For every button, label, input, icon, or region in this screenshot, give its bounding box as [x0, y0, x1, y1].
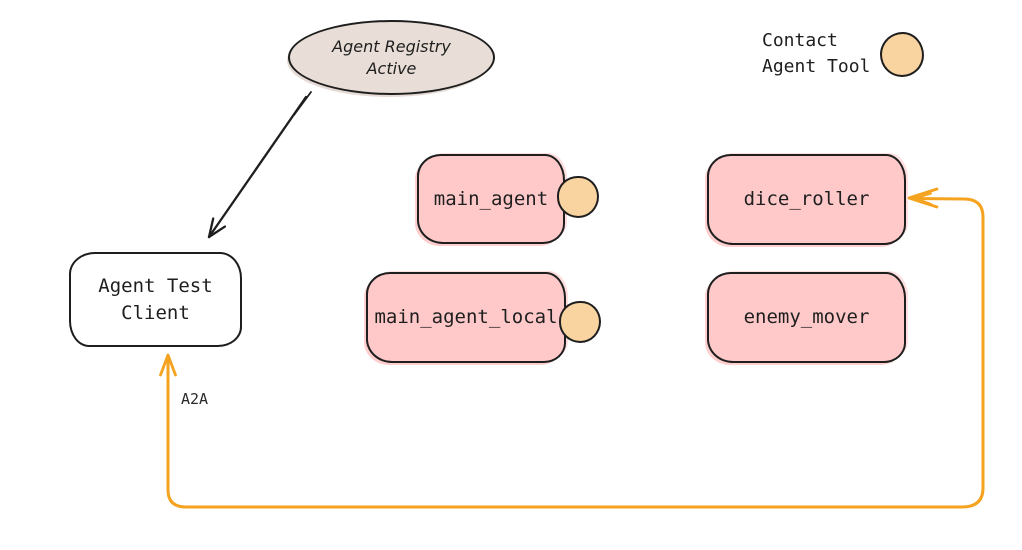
enemy-mover-label: enemy_mover — [743, 306, 870, 328]
tool-badge-main-agent-local-icon — [559, 301, 601, 343]
main-agent-local-label: main_agent_local — [374, 306, 558, 328]
legend-contact-agent-tool: Contact Agent Tool — [762, 28, 925, 80]
contact-agent-tool-icon — [880, 31, 925, 77]
dice-roller-label: dice_roller — [743, 188, 870, 210]
a2a-edge-label: A2A — [181, 390, 209, 408]
node-enemy-mover: enemy_mover — [707, 272, 906, 363]
main-agent-label: main_agent — [433, 187, 549, 210]
registry-to-client-arrow — [207, 91, 312, 239]
node-dice-roller: dice_roller — [707, 154, 906, 245]
node-agent-registry: Agent Registry Active — [288, 20, 495, 95]
client-label-line2: Client — [121, 301, 190, 324]
node-main-agent-local: main_agent_local — [366, 272, 566, 363]
client-label-line1: Agent Test — [98, 274, 213, 297]
tool-badge-main-agent-icon — [557, 176, 599, 218]
registry-label-line1: Agent Registry — [332, 36, 451, 56]
legend-text: Contact Agent Tool — [762, 28, 870, 80]
legend-line1: Contact — [762, 30, 838, 51]
legend-line2: Agent Tool — [762, 56, 871, 77]
node-agent-test-client: Agent Test Client — [69, 252, 242, 347]
node-main-agent: main_agent — [417, 154, 565, 244]
registry-label-line2: Active — [366, 58, 417, 78]
